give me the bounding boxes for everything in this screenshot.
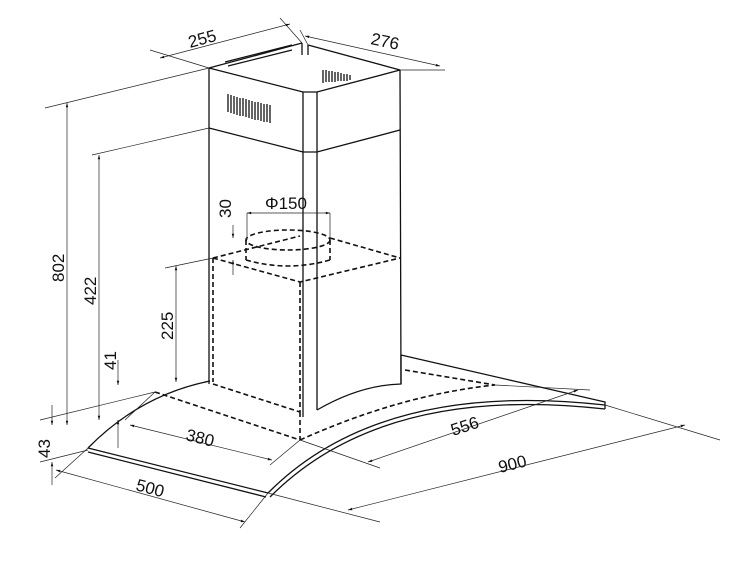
vent-slots-icon — [227, 70, 351, 123]
dim-255: 255 — [186, 26, 218, 52]
dim-41: 41 — [101, 351, 120, 370]
dim-276: 276 — [369, 29, 401, 53]
dim-30: 30 — [216, 199, 235, 218]
dim-500: 500 — [134, 476, 166, 502]
dim-802: 802 — [49, 254, 68, 282]
dimension-labels: 255 276 Φ150 30 802 422 225 41 43 380 55… — [35, 26, 528, 501]
dim-phi150: Φ150 — [265, 194, 307, 213]
dim-380: 380 — [184, 425, 216, 450]
dim-43: 43 — [35, 439, 54, 458]
dim-900: 900 — [496, 452, 528, 477]
chimney — [208, 42, 402, 417]
canopy-glass — [87, 354, 606, 498]
motor-box-hidden — [154, 229, 496, 441]
dim-422: 422 — [81, 277, 100, 305]
dim-225: 225 — [158, 312, 177, 340]
dimension-lines — [39, 17, 721, 529]
dim-556: 556 — [448, 413, 481, 440]
